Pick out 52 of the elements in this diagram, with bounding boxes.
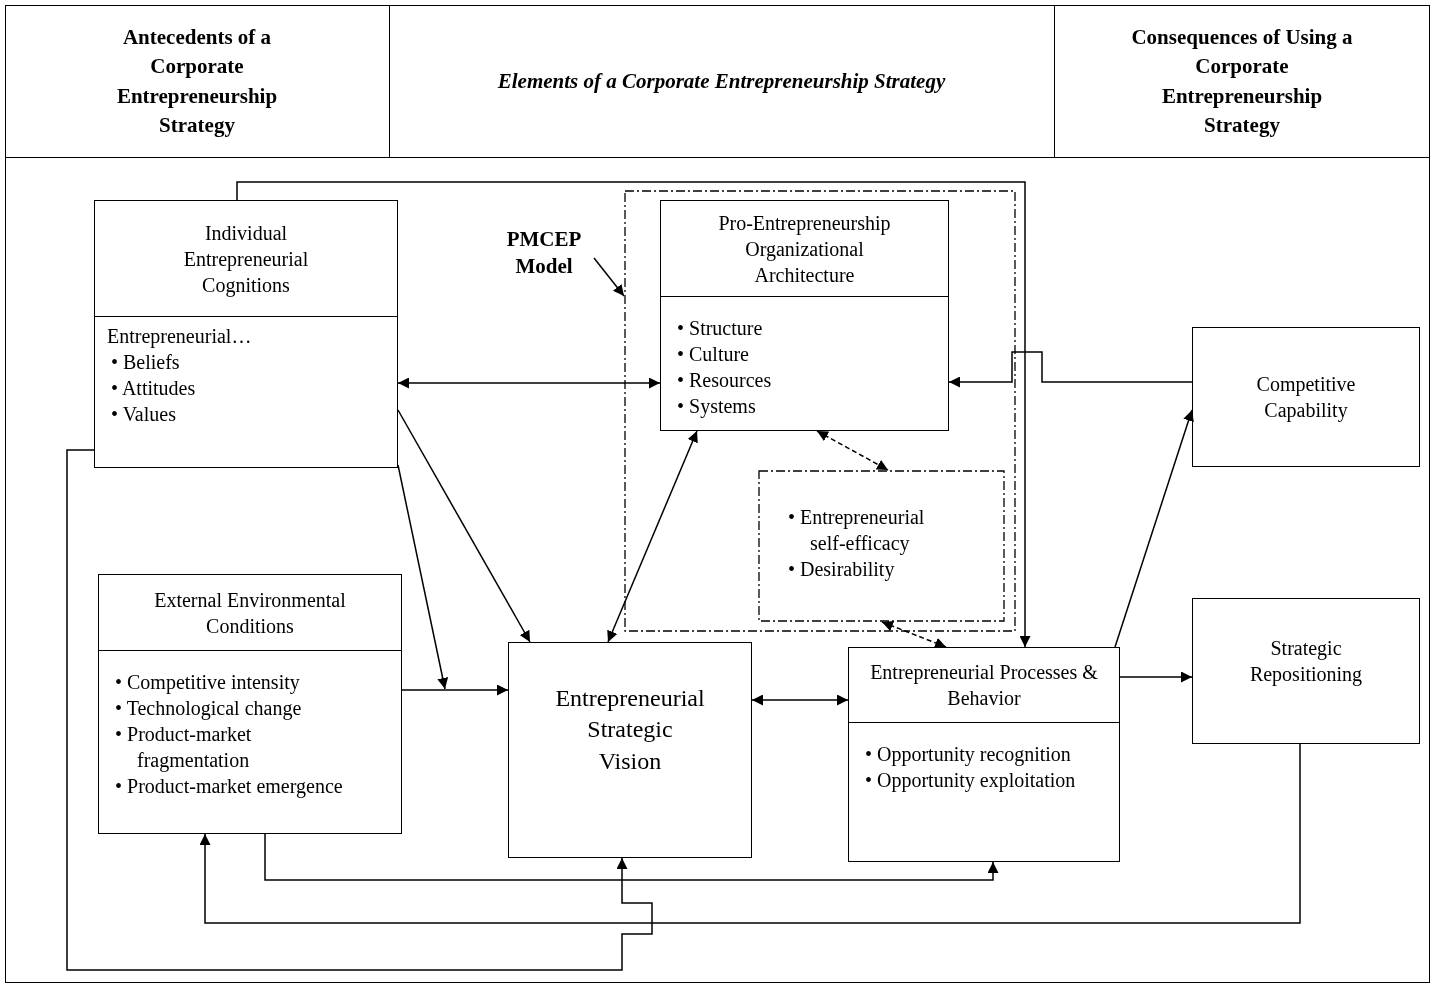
list-item: • Opportunity recognition — [865, 742, 1072, 767]
process-box — [98, 574, 402, 834]
list-item: • Beliefs — [111, 350, 181, 375]
arrow — [607, 430, 698, 643]
dashed-arrow — [881, 620, 947, 649]
dashed-box — [758, 470, 1005, 622]
box-title: Individual Entrepreneurial Cognitions — [182, 220, 310, 298]
arrow — [1114, 409, 1194, 648]
arrow — [948, 351, 1193, 388]
list-item: • Opportunity exploitation — [865, 768, 1077, 793]
box-title: Pro-Entrepreneurship Organizational Architecture — [717, 210, 892, 288]
arrow — [397, 377, 661, 389]
intro-text: Entrepreneurial… — [107, 324, 253, 349]
box-title: External Environmental Conditions — [153, 587, 347, 639]
arrow — [397, 409, 531, 643]
box-title: Competitive Capability — [1255, 372, 1357, 423]
process-box — [1192, 598, 1420, 744]
arrow — [401, 684, 509, 696]
list-item: • Competitive intensity — [115, 670, 301, 695]
list-item: • Product-market emergence — [115, 774, 344, 799]
callout-text: PMCEP Model — [494, 226, 594, 286]
arrow — [397, 464, 449, 690]
process-box — [848, 647, 1120, 862]
column-heading: Elements of a Corporate Entrepreneurship Strategy — [497, 67, 946, 95]
arrow — [751, 694, 849, 706]
arrow — [1119, 671, 1193, 683]
list-item: • Desirability — [788, 557, 896, 582]
list-item: • Systems — [677, 394, 757, 419]
process-box — [660, 200, 949, 431]
process-box — [94, 200, 398, 468]
column-heading: Antecedents of a Corporate Entrepreneurship Strategy — [115, 23, 279, 139]
arrow — [236, 181, 1031, 648]
arrow — [264, 833, 999, 881]
list-item: • Resources — [677, 368, 773, 393]
list-item: • Values — [111, 402, 177, 427]
column-heading: Consequences of Using a Corporate Entrepreneurship Strategy — [1130, 23, 1354, 139]
list-item: • Product-market fragmentation — [115, 722, 253, 773]
list-item: • Entrepreneurial self-efficacy — [788, 505, 926, 556]
list-item: • Technological change — [115, 696, 303, 721]
arrow — [199, 743, 1301, 924]
process-box — [1192, 327, 1420, 467]
arrow — [66, 449, 653, 971]
process-box — [508, 642, 752, 858]
list-item: • Culture — [677, 342, 750, 367]
list-item: • Attitudes — [111, 376, 197, 401]
dashed-outline — [624, 190, 1016, 632]
box-title: Strategic Repositioning — [1248, 636, 1364, 687]
arrow — [593, 257, 625, 297]
box-title: Entrepreneurial Strategic Vision — [555, 684, 705, 776]
box-title: Entrepreneurial Processes & Behavior — [869, 660, 1099, 711]
list-item: • Structure — [677, 316, 764, 341]
dashed-arrow — [816, 430, 889, 471]
